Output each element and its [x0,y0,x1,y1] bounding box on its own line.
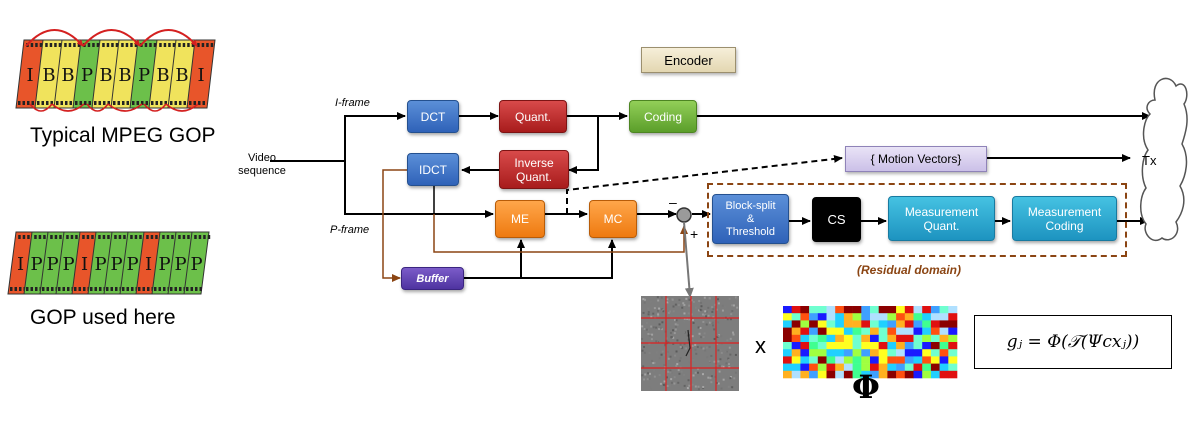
residual-domain-region [707,183,1127,257]
tx-cloud [1140,77,1188,242]
multiply-sign: x [755,333,766,358]
plus-sign: + [690,226,699,242]
pframe-label: P-frame [330,224,370,236]
residual-domain-label: (Residual domain) [857,263,962,277]
prediction-arrow [82,29,141,47]
used-gop-frame-letter: P [174,254,186,275]
used-gop-frame-letter: I [81,254,88,275]
block-split-threshold-block: Block-split & Threshold [712,194,789,244]
used-gop-frame: P [183,231,211,295]
bidirectional-arrow [107,103,143,112]
inverse-quant-block: Inverse Quant. [499,150,569,189]
feedback-lines [382,169,688,282]
cs-block: CS [812,197,861,242]
coding-block: Coding [629,100,697,133]
typical-gop-frame-letter: B [118,65,131,86]
bidirectional-arrow [51,103,85,112]
residual-image [641,296,739,391]
typical-gop-frame-letter: B [156,65,169,86]
prediction-arrow [25,29,84,47]
bidirectional-arrow [29,103,53,112]
phi-symbol: Φ [852,368,880,406]
used-gop-frame-letter: P [158,254,170,275]
summing-node [676,207,692,223]
motion-vectors-box: { Motion Vectors} [845,146,987,172]
me-block: ME [495,200,545,238]
buffer-block: Buffer [401,267,464,290]
used-gop-frame-letter: I [17,254,24,275]
prediction-arrow [139,29,198,47]
typical-gop-frame-letter: P [81,65,93,86]
typical-gop-caption: Typical MPEG GOP [30,124,216,147]
used-gop-frame-letter: P [46,254,58,275]
used-gop-caption: GOP used here [30,306,176,329]
used-gop-frame-letter: P [94,254,106,275]
bidirectional-arrow [143,103,167,112]
used-gop-frame-letter: P [190,254,202,275]
encoder-label: Encoder [641,47,736,73]
minus-sign: – [669,194,677,210]
measurement-coding-block: Measurement Coding [1012,196,1117,241]
typical-gop-frame: I [186,39,216,109]
typical-gop-frame-letter: B [61,65,74,86]
measurement-quant-block: Measurement Quant. [888,196,995,241]
residual-pointer-arrow [683,221,694,298]
quant-block: Quant. [499,100,567,133]
typical-gop-frame-letter: B [42,65,55,86]
bidirectional-arrow [86,103,109,112]
iframe-label: I-frame [335,97,370,109]
mc-block: MC [589,200,637,238]
used-gop-frame-letter: P [62,254,74,275]
typical-gop-frame-letter: B [175,65,188,86]
used-gop-frame-letter: I [145,254,152,275]
measurement-formula: gⱼ = Φ(𝒯(Ψcxⱼ)) [974,315,1172,369]
used-gop-frame-letter: P [126,254,138,275]
used-gop-frame-letter: P [30,254,42,275]
typical-gop-frame-letter: P [138,65,150,86]
dct-block: DCT [407,100,459,133]
used-gop-frame-letter: P [110,254,122,275]
typical-gop-frame-letter: I [26,65,33,86]
motion-vector-link [566,154,843,214]
typical-gop-frame-letter: I [197,65,204,86]
video-sequence-label: Video sequence [238,152,286,177]
typical-gop-frame-letter: B [99,65,112,86]
tx-label: Tx [1142,153,1157,168]
measurement-matrix-heatmap [783,306,958,379]
bidirectional-arrow [165,103,199,112]
idct-block: IDCT [407,153,459,186]
